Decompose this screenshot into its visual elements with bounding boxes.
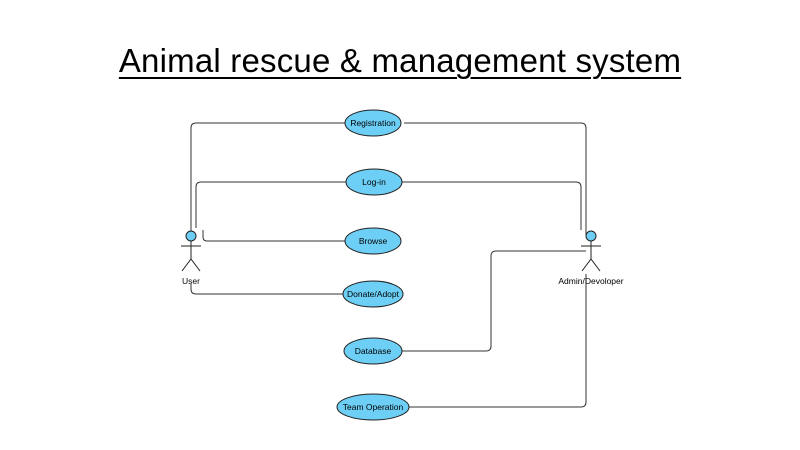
connector-admin-registration bbox=[404, 122, 587, 235]
usecase-donate-adopt-shape bbox=[342, 280, 404, 308]
actor-admin-label: Admin/Devoloper bbox=[558, 276, 623, 286]
actor-admin-left-leg bbox=[581, 258, 592, 272]
usecase-login-shape bbox=[345, 168, 403, 196]
connector-user-browse bbox=[202, 230, 345, 242]
usecase-browse-shape bbox=[344, 227, 402, 255]
actor-user-right-leg bbox=[190, 258, 201, 272]
usecase-registration-label: Registration bbox=[350, 118, 396, 128]
usecase-login[interactable]: Log-in bbox=[345, 168, 403, 196]
connectors bbox=[190, 122, 587, 408]
actor-admin-head bbox=[585, 230, 597, 242]
usecase-team-operation[interactable]: Team Operation bbox=[336, 393, 410, 421]
connector-user-donate bbox=[190, 284, 343, 295]
actor-admin bbox=[581, 230, 601, 272]
usecase-browse-label: Browse bbox=[359, 236, 388, 246]
connector-user-login bbox=[195, 181, 346, 228]
usecase-database-label: Database bbox=[355, 346, 392, 356]
use-cases: Registration Log-in Browse Donate/Adopt … bbox=[336, 109, 410, 421]
diagram-title: Animal rescue & management system bbox=[118, 42, 682, 79]
usecase-registration-shape bbox=[344, 109, 402, 137]
usecase-donate-adopt-label: Donate/Adopt bbox=[347, 289, 400, 299]
connector-admin-database bbox=[402, 250, 586, 352]
connector-admin-team bbox=[409, 274, 587, 408]
connector-user-registration bbox=[190, 122, 345, 233]
connector-admin-login bbox=[402, 181, 582, 230]
actor-user-head bbox=[185, 230, 197, 242]
usecase-team-operation-label: Team Operation bbox=[343, 402, 404, 412]
actor-user bbox=[181, 230, 201, 272]
actor-user-label: User bbox=[182, 276, 200, 286]
usecase-donate-adopt[interactable]: Donate/Adopt bbox=[342, 280, 404, 308]
usecase-registration[interactable]: Registration bbox=[344, 109, 402, 137]
actor-admin-right-leg bbox=[590, 258, 601, 272]
usecase-browse[interactable]: Browse bbox=[344, 227, 402, 255]
usecase-login-label: Log-in bbox=[362, 177, 386, 187]
actor-user-left-leg bbox=[181, 258, 192, 272]
usecase-database-shape bbox=[343, 337, 403, 365]
usecase-database[interactable]: Database bbox=[343, 337, 403, 365]
usecase-team-operation-shape bbox=[336, 393, 410, 421]
